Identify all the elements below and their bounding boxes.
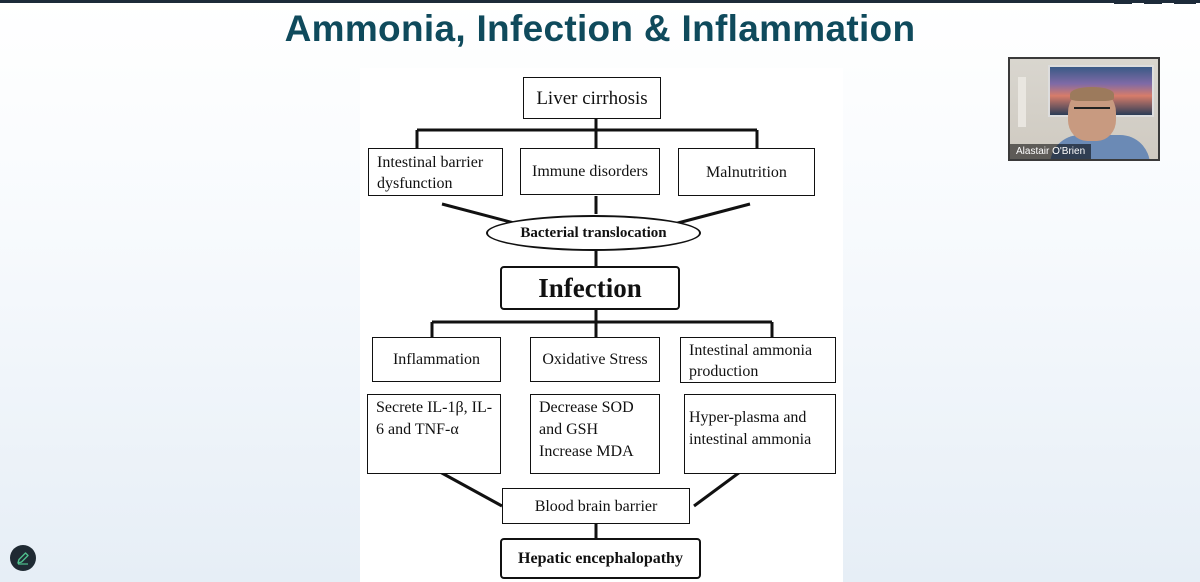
node-immune-disorders: Immune disorders	[520, 148, 660, 195]
pencil-icon	[17, 552, 29, 565]
participant-hair	[1070, 87, 1114, 101]
node-secrete-cytokines: Secrete IL-1β, IL-6 and TNF-α	[367, 394, 501, 474]
window-controls[interactable]	[1110, 0, 1200, 4]
flowchart-connectors	[415, 118, 774, 538]
node-sod-gsh-mda: Decrease SOD and GSH Increase MDA	[530, 394, 660, 474]
node-oxidative-stress: Oxidative Stress	[530, 337, 660, 382]
slide-title: Ammonia, Infection & Inflammation	[284, 8, 916, 49]
node-hyperammonemia: Hyper-plasma and intestinal ammonia	[684, 394, 836, 474]
edit-button[interactable]	[10, 545, 36, 571]
participant-name-label: Alastair O'Brien	[1010, 144, 1092, 159]
participant-glasses	[1074, 107, 1110, 118]
node-bacterial-translocation: Bacterial translocation	[486, 215, 701, 251]
background-lamp	[1018, 77, 1026, 127]
participant-video-tile[interactable]: Alastair O'Brien	[1008, 57, 1160, 161]
top-window-bar	[0, 0, 1200, 3]
node-malnutrition: Malnutrition	[678, 148, 815, 196]
node-intestinal-barrier: Intestinal barrier dysfunction	[368, 148, 503, 196]
node-inflammation: Inflammation	[372, 337, 501, 382]
node-liver-cirrhosis: Liver cirrhosis	[523, 77, 661, 119]
node-blood-brain-barrier: Blood brain barrier	[502, 488, 690, 524]
node-intestinal-ammonia: Intestinal ammonia production	[680, 337, 836, 383]
node-infection: Infection	[500, 266, 680, 310]
flowchart-figure: Liver cirrhosis Intestinal barrier dysfu…	[360, 68, 843, 582]
node-hepatic-encephalopathy: Hepatic encephalopathy	[500, 538, 701, 579]
